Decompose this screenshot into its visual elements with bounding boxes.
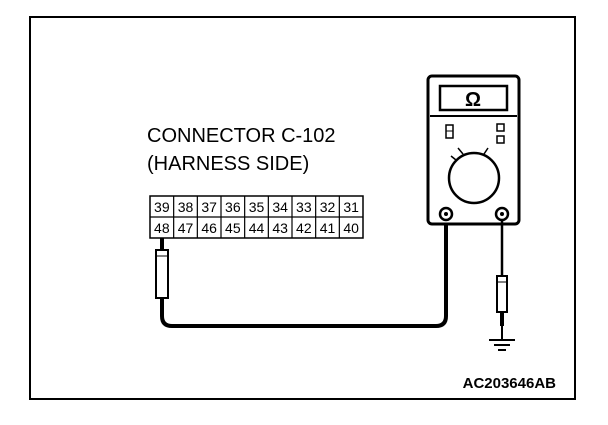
connector-pin-grid: 39 38 37 36 35 34 33 32 31 48 47 46 45 44 43 42 41 40 <box>149 195 364 239</box>
meter-display <box>438 84 509 112</box>
ground-icon <box>489 326 515 351</box>
connector-pin-40: 40 <box>343 220 359 236</box>
ground-probe <box>496 220 508 326</box>
connector-pin-37: 37 <box>201 199 217 215</box>
selector-dial-icon <box>447 151 501 205</box>
connector-pin-33: 33 <box>296 199 312 215</box>
connector-pin-46: 46 <box>201 220 217 236</box>
test-lead-wire <box>160 214 448 328</box>
connector-label-line2: (HARNESS SIDE) <box>147 153 309 175</box>
connector-label-line1: CONNECTOR C-102 <box>147 125 336 147</box>
connector-pin-38: 38 <box>178 199 194 215</box>
connector-pin-39: 39 <box>154 199 170 215</box>
connector-pin-44: 44 <box>249 220 265 236</box>
figure-code: AC203646AB <box>463 375 557 392</box>
connector-pin-32: 32 <box>320 199 336 215</box>
connector-pin-43: 43 <box>272 220 288 236</box>
connector-pin-36: 36 <box>225 199 241 215</box>
ohmmeter: Ω <box>426 74 521 226</box>
ohm-symbol: Ω <box>465 89 481 111</box>
diagram-frame <box>29 16 576 400</box>
mode-button-icon <box>496 123 505 132</box>
mode-button-icon <box>496 135 505 144</box>
connector-pin-42: 42 <box>296 220 312 236</box>
connector-pin-45: 45 <box>225 220 241 236</box>
connector-pin-47: 47 <box>178 220 194 236</box>
connector-pin-41: 41 <box>320 220 336 236</box>
connector-pin-31: 31 <box>343 199 359 215</box>
connector-pin-35: 35 <box>249 199 265 215</box>
connector-pin-48: 48 <box>154 220 170 236</box>
connector-pin-34: 34 <box>272 199 288 215</box>
harness-probe <box>155 238 169 299</box>
